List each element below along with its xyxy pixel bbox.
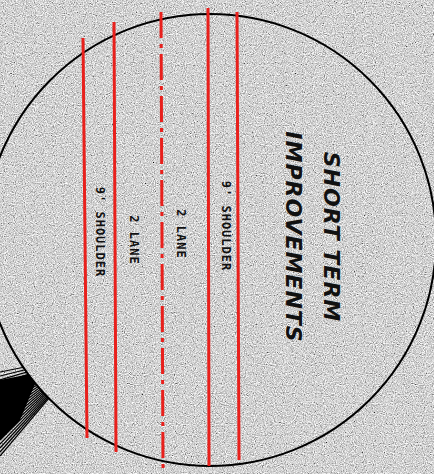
hatch-line xyxy=(0,382,60,444)
lane-lines xyxy=(83,8,239,468)
edge-line xyxy=(208,8,209,466)
hatch-line xyxy=(0,380,60,440)
hatch-line xyxy=(0,379,60,436)
hatch-line xyxy=(0,378,60,432)
hatch-line xyxy=(0,360,60,372)
hatch-line xyxy=(0,385,60,456)
shoulder-label: 9' SHOULDER xyxy=(219,181,233,271)
hatch-line xyxy=(0,361,60,376)
edge-line xyxy=(114,22,116,452)
hatched-area xyxy=(0,360,60,456)
hatch-line xyxy=(0,366,60,392)
centre-line xyxy=(161,12,163,468)
hatch-line xyxy=(0,370,60,404)
hatch-line xyxy=(0,383,60,448)
hatch-line xyxy=(0,384,60,452)
shoulder-edge-line xyxy=(237,12,239,460)
lane-label: 2 LANE xyxy=(127,215,141,264)
shoulder-label: 9' SHOULDER xyxy=(93,187,107,277)
shoulder-edge-line xyxy=(83,38,87,438)
detail-circle xyxy=(0,14,434,466)
title-text: SHORT TERM IMPROVEMENTS xyxy=(274,127,350,347)
lane-label: 2 LANE xyxy=(174,209,188,258)
